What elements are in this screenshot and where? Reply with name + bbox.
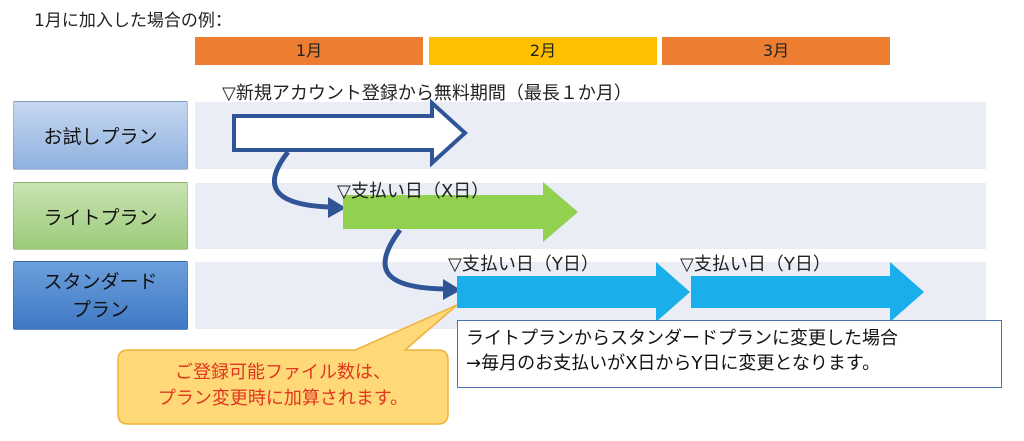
connector-light-to-standard: [382, 228, 446, 292]
plan-light: ライトプラン: [13, 182, 188, 250]
annotation-trial: ▽新規アカウント登録から無料期間（最長１か月）: [222, 83, 632, 104]
plan-trial: お試しプラン: [13, 101, 188, 170]
plan-standard: スタンダード プラン: [13, 261, 188, 330]
annotation-standard-payment-2: ▽支払い日（Y日）: [680, 254, 831, 275]
standard-arrow-1: [457, 262, 690, 322]
plan-light-label: ライトプラン: [43, 206, 158, 229]
annotation-standard-payment-1: ▽支払い日（Y日）: [448, 254, 599, 275]
connector-trial-to-light-head: [328, 197, 346, 218]
diagram-title: 1月に加入した場合の例：: [34, 11, 232, 31]
callout-bubble: [117, 304, 458, 425]
light-arrow: [343, 182, 578, 242]
lane-light: [195, 183, 986, 249]
plan-trial-label: お試しプラン: [43, 126, 158, 148]
connector-light-to-standard-head: [443, 279, 461, 300]
connector-trial-to-light: [271, 150, 331, 210]
plan-change-note-line1: ライトプランからスタンダードプランに変更した場合: [466, 328, 898, 349]
month-header-1: 1月: [195, 37, 423, 65]
standard-arrow-2: [691, 262, 924, 322]
plan-standard-label: スタンダード プラン: [43, 270, 158, 321]
annotation-light-payment: ▽支払い日（X日）: [337, 181, 490, 202]
plan-change-note-line2: →毎月のお支払いがX日からY日に変更となります。: [466, 353, 881, 374]
callout-text: ご登録可能ファイル数は、 プラン変更時に加算されます。: [118, 348, 448, 424]
callout-line2: プラン変更時に加算されます。: [157, 388, 409, 409]
callout-line1: ご登録可能ファイル数は、: [175, 362, 391, 383]
trial-arrow: [232, 98, 468, 168]
plan-change-note: ライトプランからスタンダードプランに変更した場合 →毎月のお支払いがX日からY日…: [457, 320, 1002, 388]
month-header-3: 3月: [662, 37, 890, 65]
month-header-2: 2月: [429, 37, 657, 65]
